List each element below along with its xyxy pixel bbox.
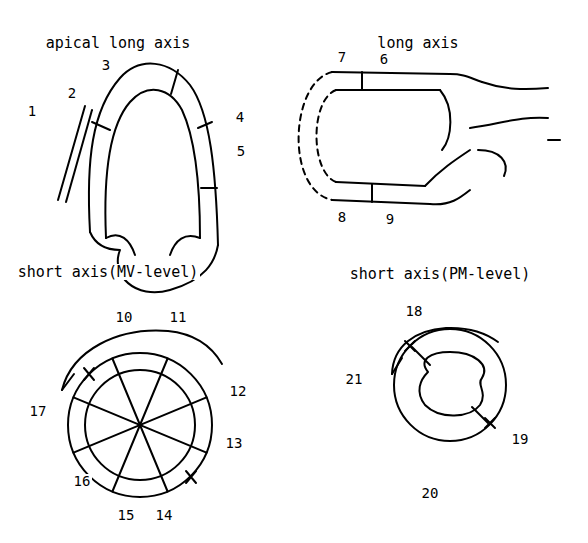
callout-number: 10	[114, 310, 135, 325]
callout-number: 7	[336, 50, 348, 65]
callout-number: 14	[154, 508, 175, 523]
callout-number: 11	[168, 310, 189, 325]
callout-number: 17	[28, 404, 49, 419]
callout-number: 3	[100, 58, 112, 73]
callout-number: 4	[234, 110, 246, 125]
callout-number: 18	[404, 304, 425, 319]
callout-number: 5	[235, 144, 247, 159]
callout-number: 1	[26, 104, 38, 119]
callout-number: 9	[384, 212, 396, 227]
callout-number: 2	[66, 86, 78, 101]
view-title: short axis(PM-level)	[348, 266, 533, 283]
callout-number: 20	[420, 486, 441, 501]
callout-number: 16	[72, 474, 93, 489]
callout-number: 21	[344, 372, 365, 387]
view-title: long axis	[375, 35, 460, 52]
view-title: short axis(MV-level)	[16, 264, 201, 281]
view-title: apical long axis	[44, 35, 193, 52]
callout-number: 19	[510, 432, 531, 447]
callout-number: 13	[224, 436, 245, 451]
callout-number: 8	[336, 210, 348, 225]
callout-number: 6	[378, 52, 390, 67]
callout-number: 12	[228, 384, 249, 399]
callout-number: 15	[116, 508, 137, 523]
